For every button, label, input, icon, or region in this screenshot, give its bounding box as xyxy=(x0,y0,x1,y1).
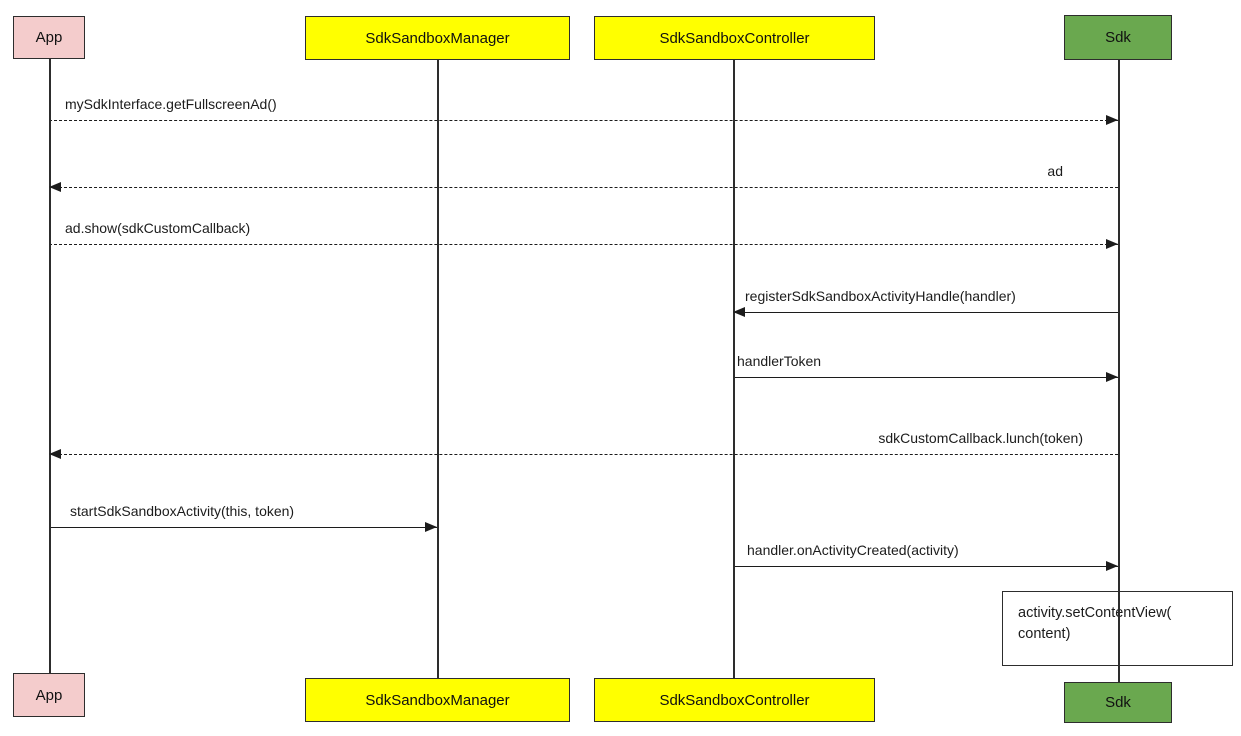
participant-sdk-bottom-box: Sdk xyxy=(1064,682,1172,723)
message-6-arrowhead-left xyxy=(49,449,61,459)
message-5-arrowhead-right xyxy=(1106,372,1118,382)
message-8-arrowhead-right xyxy=(1106,561,1118,571)
message-7-label: startSdkSandboxActivity(this, token) xyxy=(70,503,295,519)
message-6-label: sdkCustomCallback.lunch(token) xyxy=(878,430,1083,446)
participant-sdk-sandbox-manager-lifeline xyxy=(437,60,439,678)
participant-sdk-sandbox-controller-bottom-box: SdkSandboxController xyxy=(594,678,875,722)
message-2-label: ad xyxy=(1047,163,1063,179)
note-activity-set-content-view: activity.setContentView( content) xyxy=(1002,591,1233,666)
participant-app-bottom-box: App xyxy=(13,673,85,717)
message-5-line xyxy=(733,377,1118,378)
message-7-arrowhead-right xyxy=(425,522,437,532)
message-8-line xyxy=(733,566,1118,567)
message-3-arrowhead-right xyxy=(1106,239,1118,249)
participant-sdk-top-box: Sdk xyxy=(1064,15,1172,60)
message-1-label: mySdkInterface.getFullscreenAd() xyxy=(65,96,277,112)
message-4-line xyxy=(733,312,1118,313)
message-6-line xyxy=(49,454,1118,455)
participant-sdk-sandbox-controller-top-box: SdkSandboxController xyxy=(594,16,875,60)
participant-app-lifeline xyxy=(49,59,51,673)
participant-sdk-sandbox-manager-bottom-box: SdkSandboxManager xyxy=(305,678,570,722)
participant-sdk-lifeline xyxy=(1118,60,1120,682)
message-1-line xyxy=(49,120,1118,121)
message-1-arrowhead-right xyxy=(1106,115,1118,125)
participant-sdk-sandbox-manager-top-box: SdkSandboxManager xyxy=(305,16,570,60)
message-3-label: ad.show(sdkCustomCallback) xyxy=(65,220,251,236)
message-4-label: registerSdkSandboxActivityHandle(handler… xyxy=(745,288,1016,304)
participant-app-top-box: App xyxy=(13,16,85,59)
message-3-line xyxy=(49,244,1118,245)
message-2-arrowhead-left xyxy=(49,182,61,192)
message-8-label: handler.onActivityCreated(activity) xyxy=(747,542,959,558)
participant-sdk-sandbox-controller-lifeline xyxy=(733,60,735,678)
message-7-line xyxy=(49,527,437,528)
message-4-arrowhead-left xyxy=(733,307,745,317)
message-2-line xyxy=(49,187,1118,188)
message-5-label: handlerToken xyxy=(737,353,822,369)
